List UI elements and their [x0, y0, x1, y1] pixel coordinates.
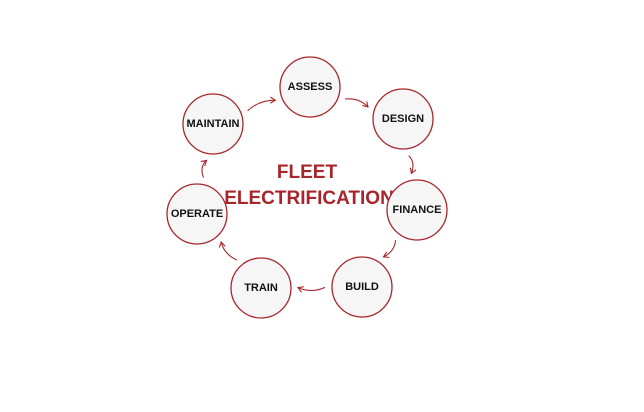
- stage-label: MAINTAIN: [187, 118, 240, 130]
- arrow-assess-design: [344, 98, 369, 108]
- stage-circle: [182, 93, 244, 155]
- stage-label: FINANCE: [393, 204, 442, 216]
- arrow-build-train: [297, 286, 326, 293]
- stage-label: ASSESS: [288, 81, 333, 93]
- stage-circle: [166, 183, 228, 245]
- stage-node-finance: FINANCE: [386, 179, 448, 241]
- stage-node-train: TRAIN: [230, 257, 292, 319]
- stage-label: BUILD: [345, 281, 379, 293]
- stage-label: OPERATE: [171, 208, 223, 220]
- arrow-maintain-assess: [247, 96, 277, 112]
- stage-node-operate: OPERATE: [166, 183, 228, 245]
- arrow-finance-build: [382, 240, 397, 258]
- title-line-1: FLEET: [277, 162, 338, 183]
- stage-node-maintain: MAINTAIN: [182, 93, 244, 155]
- center-title: FLEET ELECTRIFICATION: [224, 162, 394, 209]
- arrow-design-finance: [408, 155, 417, 175]
- title-line-2: ELECTRIFICATION: [224, 188, 394, 209]
- stage-node-build: BUILD: [331, 256, 393, 318]
- arrow-operate-maintain: [200, 159, 208, 178]
- stage-circle: [372, 88, 434, 150]
- stage-label: TRAIN: [244, 282, 278, 294]
- stage-circle: [279, 56, 341, 118]
- arrow-train-operate: [218, 240, 238, 261]
- stage-circle: [331, 256, 393, 318]
- arrows-layer: [200, 96, 417, 293]
- stage-node-assess: ASSESS: [279, 56, 341, 118]
- stage-node-design: DESIGN: [372, 88, 434, 150]
- stage-circle: [386, 179, 448, 241]
- stage-label: DESIGN: [382, 113, 424, 125]
- stage-circle: [230, 257, 292, 319]
